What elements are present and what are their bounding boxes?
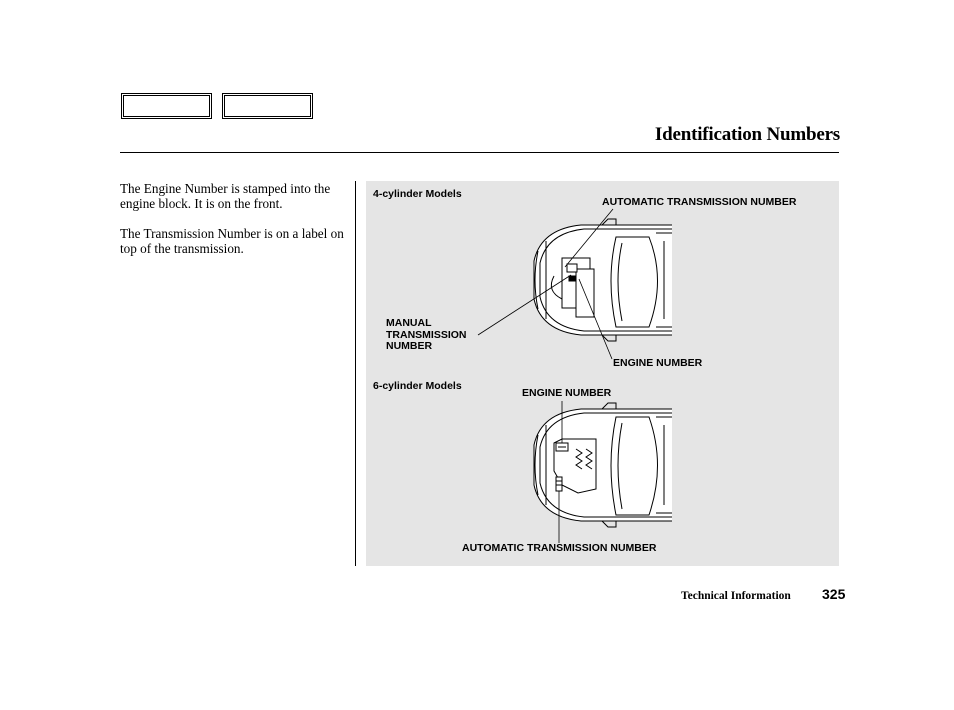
page-title: Identification Numbers <box>654 124 840 145</box>
label-automatic-transmission-4cyl: AUTOMATIC TRANSMISSION NUMBER <box>602 196 797 208</box>
column-divider <box>355 181 356 566</box>
label-engine-number-4cyl: ENGINE NUMBER <box>613 357 703 369</box>
car-top-6cyl <box>533 402 672 528</box>
footer-section-name: Technical Information <box>681 590 791 602</box>
car-top-4cyl <box>533 218 672 342</box>
heading-6-cylinder: 6-cylinder Models <box>373 380 462 392</box>
label-manual-transmission: MANUAL TRANSMISSION NUMBER <box>386 317 467 352</box>
page-number: 325 <box>822 586 846 602</box>
label-engine-number-6cyl: ENGINE NUMBER <box>522 387 612 399</box>
heading-4-cylinder: 4-cylinder Models <box>373 188 462 200</box>
transmission-number-paragraph: The Transmission Number is on a label on… <box>120 226 344 256</box>
identification-figure: 4-cylinder Models AUTOMATIC TRANSMISSION… <box>366 181 839 566</box>
title-divider <box>120 152 839 153</box>
nav-button-previous[interactable] <box>121 93 212 119</box>
engine-number-paragraph: The Engine Number is stamped into the en… <box>120 181 331 211</box>
engine-bay-illustration <box>477 208 672 543</box>
nav-button-next[interactable] <box>222 93 313 119</box>
label-automatic-transmission-6cyl: AUTOMATIC TRANSMISSION NUMBER <box>462 542 657 554</box>
